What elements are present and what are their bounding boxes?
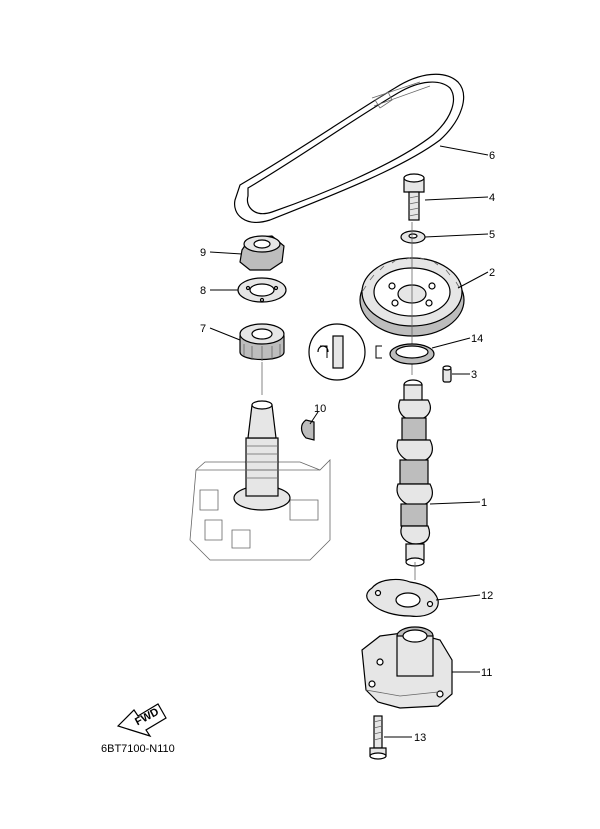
callout-2: 2 [489, 267, 495, 279]
dowel-pin-3 [442, 365, 452, 383]
callout-7: 7 [200, 323, 206, 335]
gasket-12 [366, 578, 439, 617]
callouts: 6 4 5 2 14 3 1 12 11 13 9 8 7 10 [200, 150, 495, 744]
callout-6: 6 [489, 150, 495, 162]
nut-9 [239, 235, 285, 271]
oil-seal-14 [389, 343, 435, 365]
crankshaft-and-block [189, 400, 331, 561]
callout-3: 3 [471, 369, 477, 381]
fwd-arrow-icon: FWD [116, 703, 167, 738]
callout-8: 8 [200, 285, 206, 297]
screw-13 [369, 715, 387, 760]
callout-1: 1 [481, 497, 487, 509]
washer-5 [400, 230, 426, 244]
seal-detail-view [308, 323, 382, 381]
plate-8 [237, 277, 287, 303]
callout-5: 5 [489, 229, 495, 241]
camshaft-1 [396, 379, 433, 580]
leader-lines [209, 145, 489, 738]
callout-4: 4 [489, 192, 495, 204]
oil-pump-11 [361, 626, 453, 709]
callout-14: 14 [471, 333, 483, 345]
callout-13: 13 [414, 732, 426, 744]
callout-10: 10 [314, 403, 326, 415]
crank-sprocket-7 [239, 323, 285, 361]
callout-11: 11 [481, 667, 492, 679]
callout-12: 12 [481, 590, 493, 602]
diagram-code: 6BT7100-N110 [101, 743, 175, 755]
callout-9: 9 [200, 247, 206, 259]
woodruff-key-10 [300, 419, 315, 441]
bolt-4 [403, 173, 425, 221]
timing-belt [234, 73, 465, 223]
